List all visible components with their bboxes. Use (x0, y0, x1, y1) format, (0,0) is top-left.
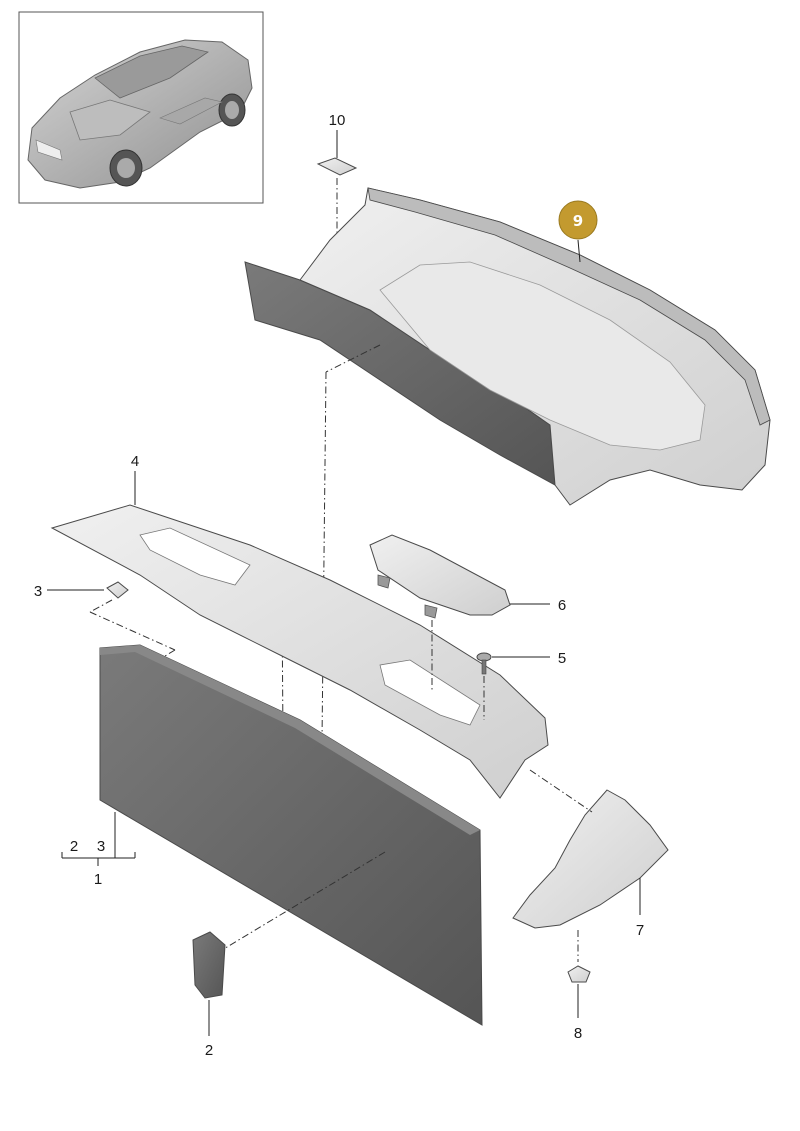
part-8-clip (567, 965, 591, 1018)
part-6-cover-plate (369, 534, 550, 690)
part-9-parcel-shelf: 9 (244, 187, 771, 506)
callout-8: 8 (574, 1025, 582, 1042)
part-4-trim-panel (50, 471, 549, 799)
callout-1-sub-2: 2 (70, 838, 78, 855)
part-1-back-panel (99, 644, 483, 1026)
callout-1-sub-3: 3 (97, 838, 105, 855)
callout-1: 1 (94, 871, 102, 888)
callout-4: 4 (131, 453, 139, 470)
part-2-pad (192, 931, 226, 1036)
callout-3: 3 (34, 583, 42, 600)
callout-9: 9 (573, 212, 583, 230)
callout-6: 6 (558, 597, 566, 614)
part-5-screw (476, 652, 550, 720)
car-thumbnail-icon (27, 39, 253, 189)
callout-5: 5 (558, 650, 566, 667)
callout-2: 2 (205, 1042, 213, 1059)
callout-7: 7 (636, 922, 644, 939)
callout-10: 10 (329, 112, 346, 129)
vehicle-thumbnail (18, 11, 264, 204)
part-7-side-trim (512, 769, 669, 962)
highlight-badge (558, 200, 598, 240)
part-1-bracket (61, 812, 136, 866)
